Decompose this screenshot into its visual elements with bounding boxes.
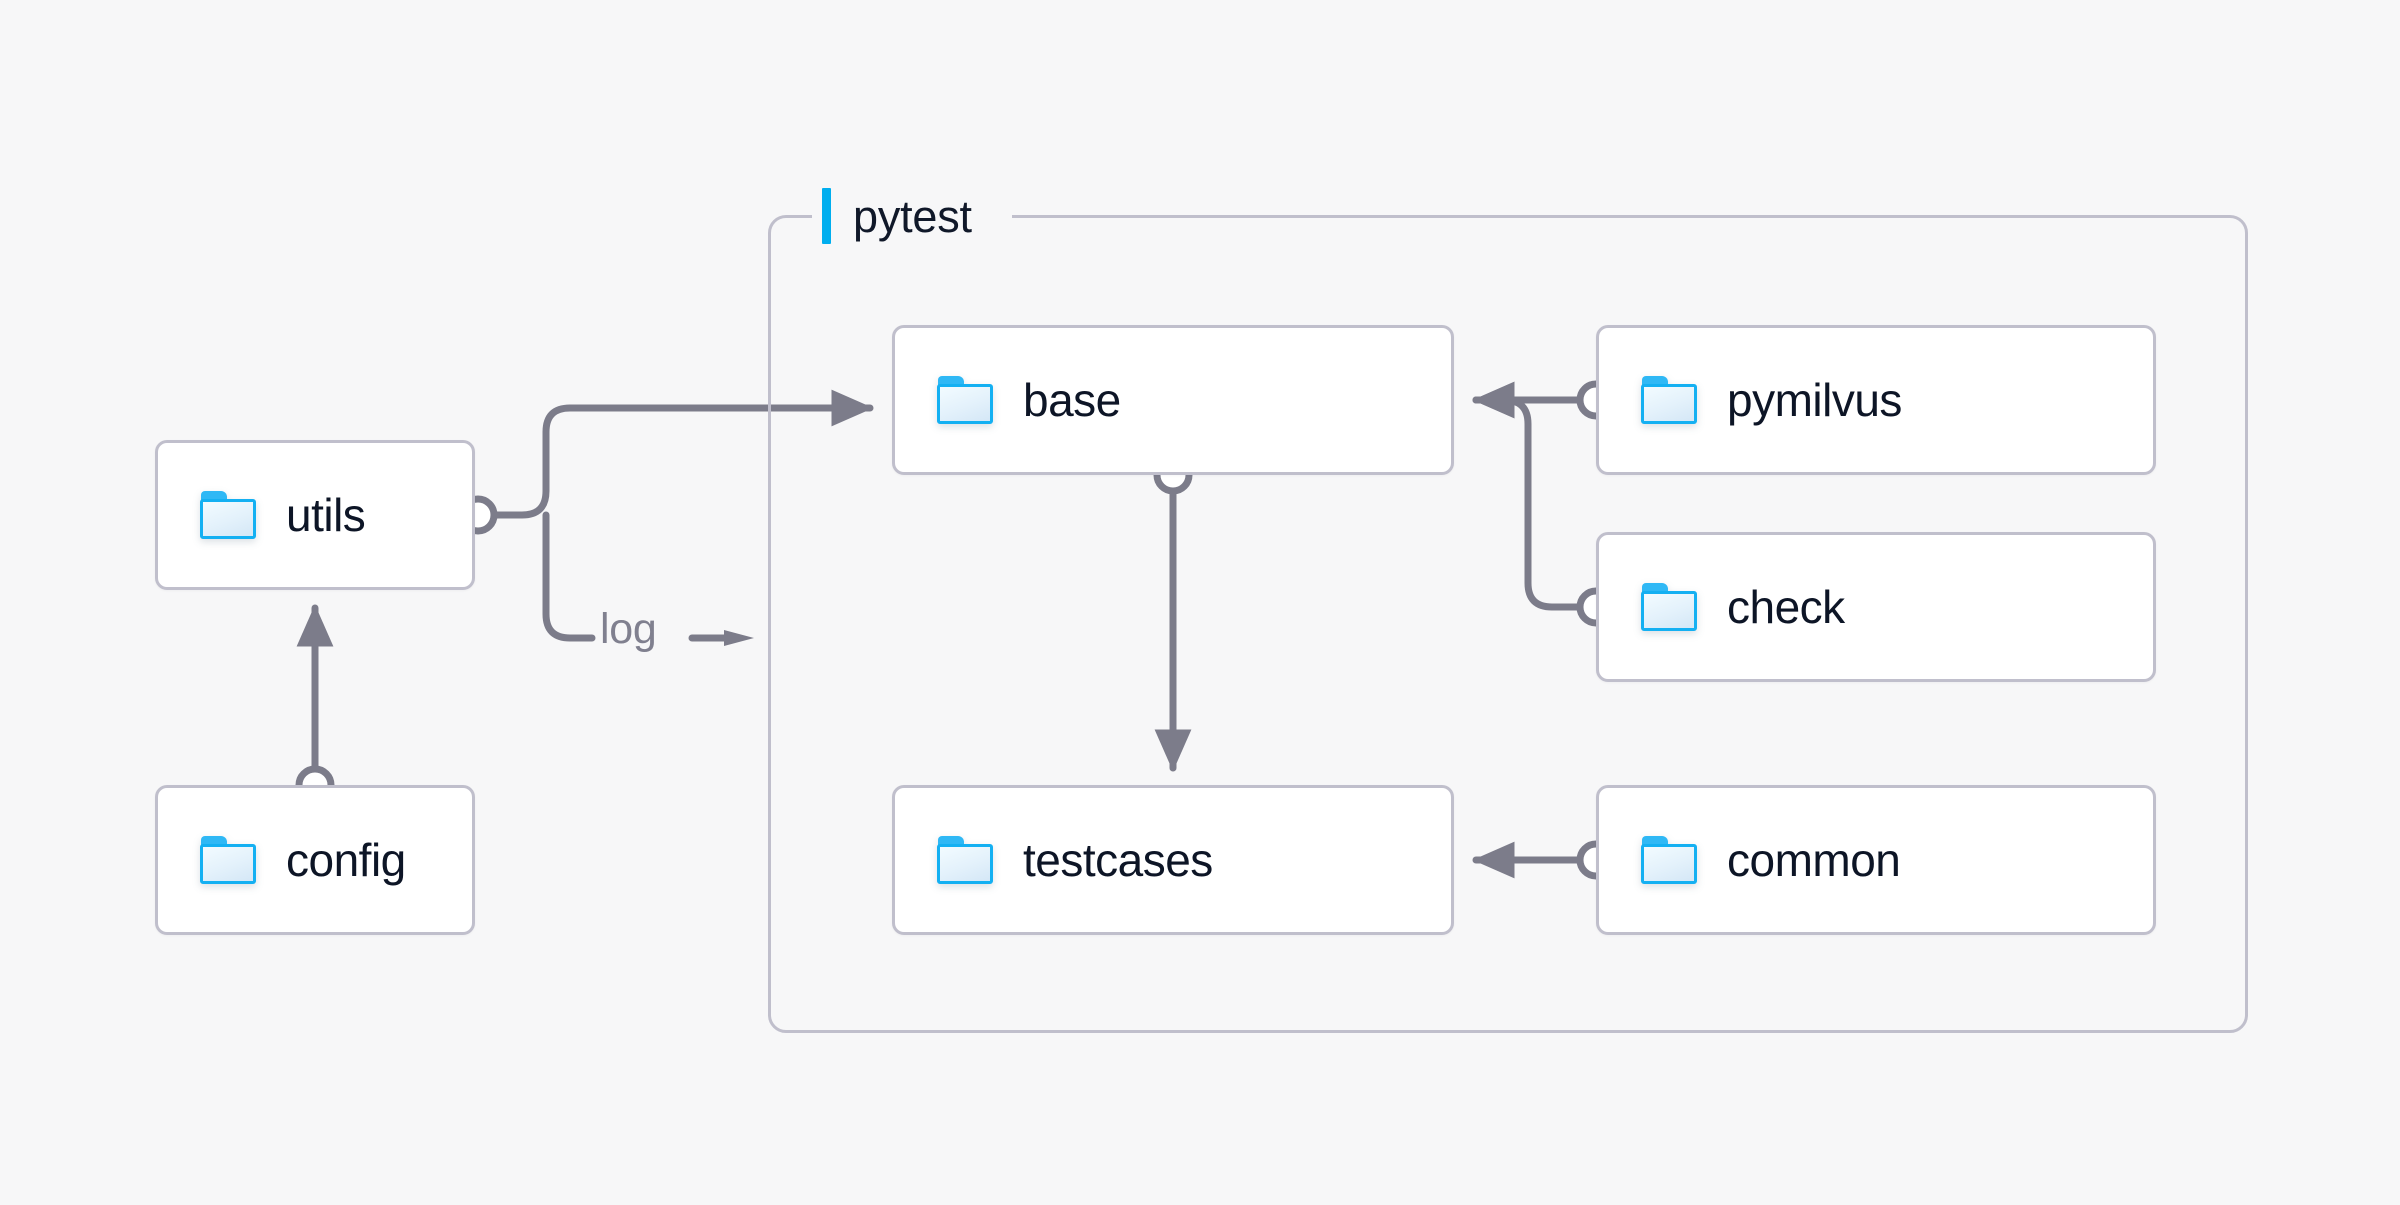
- group-title: pytest: [822, 188, 972, 244]
- node-label-pymilvus: pymilvus: [1727, 374, 1902, 426]
- node-base[interactable]: base: [892, 325, 1454, 475]
- folder-icon: [937, 836, 993, 884]
- group-accent-bar: [822, 188, 831, 244]
- group-title-label: pytest: [853, 190, 972, 242]
- node-common[interactable]: common: [1596, 785, 2156, 935]
- folder-icon: [1641, 376, 1697, 424]
- node-pymilvus[interactable]: pymilvus: [1596, 325, 2156, 475]
- node-utils[interactable]: utils: [155, 440, 475, 590]
- folder-icon: [937, 376, 993, 424]
- node-config[interactable]: config: [155, 785, 475, 935]
- node-label-testcases: testcases: [1023, 834, 1213, 886]
- node-label-utils: utils: [286, 489, 366, 541]
- node-label-common: common: [1727, 834, 1901, 886]
- node-testcases[interactable]: testcases: [892, 785, 1454, 935]
- node-label-check: check: [1727, 581, 1845, 633]
- node-label-config: config: [286, 834, 406, 886]
- node-check[interactable]: check: [1596, 532, 2156, 682]
- edge-label-log: log: [600, 605, 657, 653]
- node-label-base: base: [1023, 374, 1121, 426]
- folder-icon: [1641, 583, 1697, 631]
- group-container-pytest: [768, 215, 2248, 1033]
- group-title-mask: [812, 196, 1012, 236]
- folder-icon: [1641, 836, 1697, 884]
- folder-icon: [200, 836, 256, 884]
- edge-utils-log: [542, 511, 596, 642]
- edge-check-base: [1472, 381, 1582, 611]
- edge-utils-base: [488, 389, 874, 519]
- folder-icon: [200, 491, 256, 539]
